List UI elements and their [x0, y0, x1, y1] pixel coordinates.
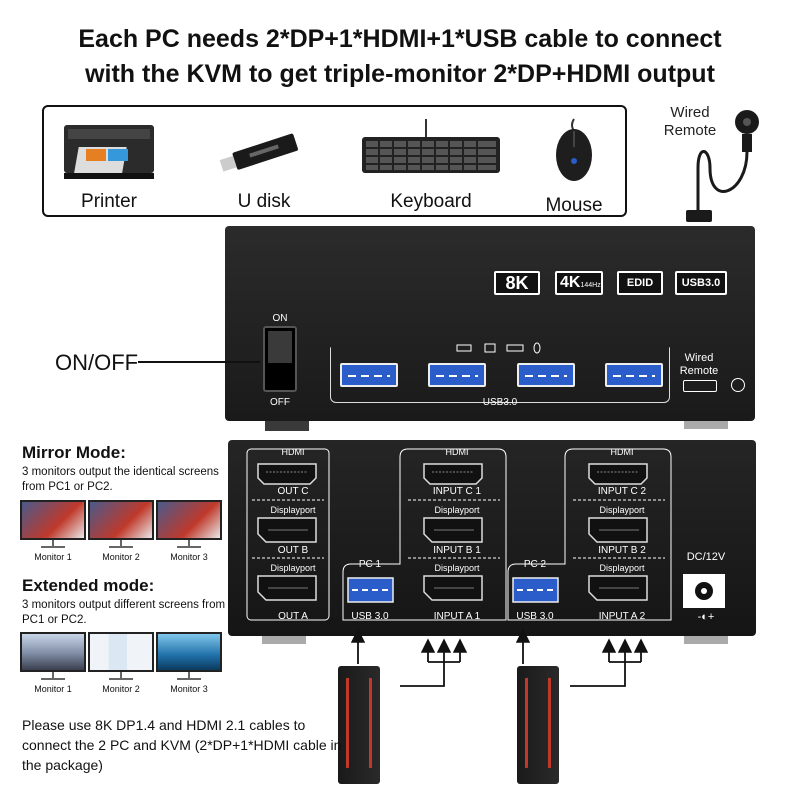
front-device-icons [456, 342, 541, 354]
rear-out-c-label: OUT C [277, 486, 309, 497]
peripheral-label: Mouse [545, 195, 603, 216]
badge-4k: 4K144Hz [555, 271, 603, 295]
monitor-caption: Monitor 2 [102, 552, 140, 562]
rear-pc1-usb-label: USB 3.0 [351, 611, 389, 622]
peripheral-label: Printer [81, 191, 137, 212]
peripheral-label: Keyboard [390, 191, 472, 212]
rear-dc-label: DC/12V [686, 551, 726, 563]
rear-input-c2-label: INPUT C 2 [597, 486, 647, 497]
extended-monitor-1: Monitor 1 [20, 632, 86, 694]
badge-4k-main: 4K [560, 274, 581, 291]
rear-pc1-hdmi-label: HDMI [445, 447, 469, 457]
peripherals-box: Printer U disk [42, 105, 627, 217]
badge-edid: EDID [617, 271, 663, 295]
monitor-caption: Monitor 1 [34, 552, 72, 562]
kvm-front-panel [225, 226, 755, 421]
pc-connection-arrows [350, 628, 649, 687]
front-foot-left [265, 421, 309, 431]
front-usb-label: USB3.0 [482, 397, 518, 408]
peripheral-mouse: Mouse [524, 117, 624, 217]
front-foot-right [684, 421, 728, 429]
rear-pc1-dp2-label: Displayport [434, 563, 480, 573]
keyboard-icon [362, 119, 500, 173]
mirror-mode-section: Mirror Mode: 3 monitors output the ident… [22, 443, 227, 495]
title-line-2: with the KVM to get triple-monitor 2*DP+… [85, 60, 715, 88]
extended-mode-desc: 3 monitors output different screens from… [22, 599, 226, 626]
badge-4k-sub: 144Hz [580, 282, 601, 289]
page-title: Each PC needs 2*DP+1*HDMI+1*USB cable to… [0, 22, 800, 92]
rear-input-a2-label: INPUT A 2 [598, 611, 646, 622]
monitor-caption: Monitor 2 [102, 684, 140, 694]
rear-pc2-hdmi-label: HDMI [610, 447, 634, 457]
rear-input-b2-label: INPUT B 2 [598, 545, 646, 556]
extended-mode-title: Extended mode: [22, 576, 155, 595]
switch-off-label: OFF [270, 397, 290, 408]
rear-pc2-usb-label: USB 3.0 [516, 611, 554, 622]
monitor-caption: Monitor 3 [170, 684, 208, 694]
switch-paddle [268, 331, 292, 363]
extended-mode-section: Extended mode: 3 monitors output differe… [22, 576, 227, 628]
onoff-callout-line [138, 361, 260, 363]
title-line-1: Each PC needs 2*DP+1*HDMI+1*USB cable to… [78, 25, 722, 53]
mouse-icon [556, 118, 592, 181]
rear-pc2-dp1-label: Displayport [599, 505, 645, 515]
monitor-screen [20, 632, 86, 672]
rear-pc2-dp2-label: Displayport [599, 563, 645, 573]
rear-input-b1-label: INPUT B 1 [433, 545, 481, 556]
mirror-mode-title: Mirror Mode: [22, 443, 126, 462]
monitor-screen [156, 632, 222, 672]
onoff-callout-label: ON/OFF [55, 350, 139, 375]
printer-icon [64, 125, 154, 179]
monitor-screen [20, 500, 86, 540]
rear-out-a-label: OUT A [278, 611, 308, 622]
mirror-monitor-1: Monitor 1 [20, 500, 86, 562]
rear-pc1-dp1-label: Displayport [434, 505, 480, 515]
front-wired-remote-label: Wired Remote [679, 352, 719, 377]
peripheral-keyboard: Keyboard [356, 117, 506, 217]
pc-tower-1-icon [338, 666, 380, 784]
rear-input-a1-label: INPUT A 1 [433, 611, 481, 622]
rear-pc2-label: PC 2 [523, 559, 547, 570]
usb-drive-icon [219, 133, 298, 172]
peripheral-label: U disk [237, 191, 291, 212]
monitor-screen [88, 500, 154, 540]
cable-note: Please use 8K DP1.4 and HDMI 2.1 cables … [22, 717, 342, 773]
switch-on-label: ON [272, 313, 288, 324]
peripheral-printer: Printer [54, 117, 164, 217]
mirror-monitor-2: Monitor 2 [88, 500, 154, 562]
front-usb-port-2[interactable] [428, 363, 486, 387]
monitor-screen [88, 632, 154, 672]
rear-out-b-label: OUT B [277, 545, 309, 556]
rear-panel-ports [246, 448, 725, 621]
extended-monitor-2: Monitor 2 [88, 632, 154, 694]
rear-out-dp1-label: Displayport [270, 505, 316, 515]
rear-polarity-label: -◐+ [697, 611, 715, 623]
extended-monitor-3: Monitor 3 [156, 632, 222, 694]
remote-port[interactable] [683, 380, 717, 392]
remote-jack[interactable] [731, 378, 745, 392]
front-usb-port-3[interactable] [517, 363, 575, 387]
monitor-caption: Monitor 1 [34, 684, 72, 694]
badge-8k: 8K [494, 271, 540, 295]
wired-remote-cable-icon [686, 110, 759, 222]
rear-out-dp2-label: Displayport [270, 563, 316, 573]
rear-out-hdmi-label: HDMI [281, 447, 305, 457]
monitor-caption: Monitor 3 [170, 552, 208, 562]
peripheral-u-disk: U disk [209, 117, 319, 217]
rear-foot-left [262, 636, 306, 644]
mirror-monitor-3: Monitor 3 [156, 500, 222, 562]
rear-pc1-label: PC 1 [358, 559, 382, 570]
mirror-mode-desc: 3 monitors output the identical screens … [22, 466, 219, 493]
badge-usb3: USB3.0 [675, 271, 727, 295]
pc-tower-2-icon [517, 666, 559, 784]
front-usb-panel [330, 347, 670, 403]
wired-remote-label: Wired Remote [663, 104, 717, 139]
front-usb-port-1[interactable] [340, 363, 398, 387]
rear-input-c1-label: INPUT C 1 [432, 486, 482, 497]
monitor-screen [156, 500, 222, 540]
power-switch[interactable] [263, 326, 297, 392]
front-usb-port-4[interactable] [605, 363, 663, 387]
rear-foot-right [684, 636, 728, 644]
